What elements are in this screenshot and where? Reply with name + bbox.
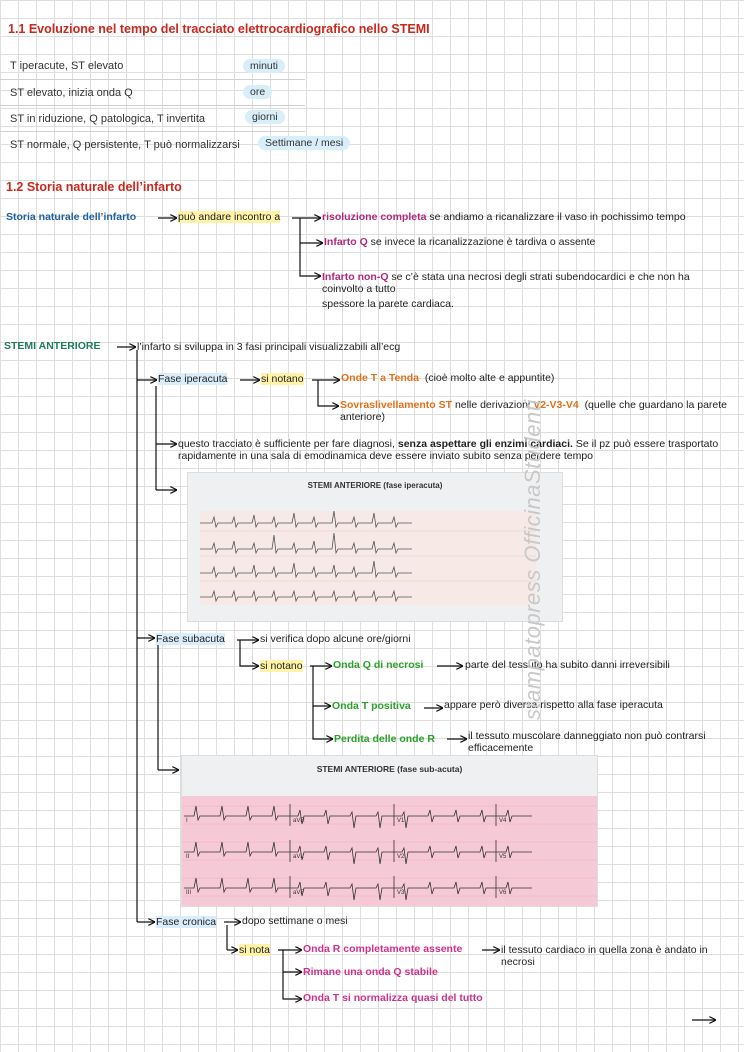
- fase3-item-2-label: Rimane una onda Q stabile: [303, 966, 438, 978]
- storia-root-label: Storia naturale dell’infarto: [6, 211, 137, 223]
- ecg-lead-label: V1: [397, 818, 405, 824]
- ecg-lead-label: I: [186, 818, 188, 824]
- ecg-trace: [200, 511, 536, 605]
- branch-text: se invece la ricanalizzazione è tardiva …: [370, 236, 596, 248]
- branch-infarto-non-q: Infarto non-Q se c’è stata una necrosi d…: [322, 271, 722, 295]
- item-text: (cioè molto alte e appuntite): [424, 372, 555, 384]
- ecg-lead-label: V6: [499, 890, 507, 896]
- section-1-title: 1.1 Evoluzione nel tempo del tracciato e…: [8, 22, 430, 36]
- item-text: nelle derivazioni: [454, 399, 531, 411]
- ecg-trace: I aVR V1 V4 II aVL V2 V5 III aVF V3 V6: [182, 796, 597, 906]
- time-badge: ore: [243, 85, 273, 99]
- section-2-title: 1.2 Storia naturale dell’infarto: [6, 180, 182, 194]
- branch-risoluzione: risoluzione completa se andiamo a ricana…: [322, 211, 686, 223]
- fase3-text: dopo settimane o mesi: [242, 915, 348, 927]
- time-badge: minuti: [243, 59, 286, 73]
- branch-infarto-q: Infarto Q se invece la ricanalizzazione …: [324, 236, 595, 248]
- item-text: (quelle che guardano la parete anteriore…: [340, 399, 727, 423]
- ecg-title: STEMI ANTERIORE (fase iperacuta): [307, 481, 443, 490]
- fase-iperacuta-label: Fase iperacuta: [158, 373, 228, 385]
- ecg-lead-label: III: [186, 890, 191, 896]
- branch-label: risoluzione completa: [322, 211, 427, 223]
- fase1-connector: si notano: [261, 373, 304, 385]
- ecg-lead-label: V4: [499, 818, 507, 824]
- time-badge: Settimane / mesi: [258, 136, 351, 150]
- branch-label: Infarto non-Q: [322, 271, 389, 283]
- item-label: Onde T a Tenda: [341, 372, 419, 384]
- ecg-title: STEMI ANTERIORE (fase sub-acuta): [316, 764, 463, 774]
- row-divider: [0, 105, 305, 106]
- fase3-item-1-label: Onda R completamente assente: [303, 943, 463, 955]
- fase2-item-2-text: appare però diversa rispetto alla fase i…: [444, 699, 663, 711]
- table-row-desc: T iperacute, ST elevato: [10, 60, 124, 72]
- fase2-item-3-text: il tessuto muscolare danneggiato non può…: [468, 730, 706, 754]
- note-text: Se il pz può essere trasportato rapidame…: [178, 438, 719, 462]
- ecg-lead-label: V5: [499, 854, 507, 860]
- fase-cronica-label: Fase cronica: [156, 916, 217, 928]
- fase1-item-2: Sovraslivellamento ST nelle derivazioni …: [340, 399, 736, 423]
- branch-text-cont: spessore la parete cardiaca.: [322, 298, 454, 310]
- ecg-lead-label: V3: [397, 890, 405, 896]
- fase-subacuta-label: Fase subacuta: [156, 633, 225, 645]
- ecg-image-iperacuta: STEMI ANTERIORE (fase iperacuta): [187, 472, 563, 622]
- fase3-item-1-text: il tessuto cardiaco in quella zona è and…: [501, 944, 708, 968]
- storia-connector: può andare incontro a: [178, 211, 281, 223]
- table-row-desc: ST elevato, inizia onda Q: [10, 87, 133, 99]
- fase1-item-1: Onde T a Tenda (cioè molto alte e appunt…: [341, 372, 554, 384]
- fase3-connector: si nota: [239, 944, 270, 956]
- ecg-lead-label: aVL: [293, 854, 304, 860]
- watermark: stampatopress OfficinaStudenti: [520, 399, 545, 720]
- note-bold: senza aspettare gli enzimi cardiaci.: [397, 438, 573, 450]
- fase2-item-1-label: Onda Q di necrosi: [333, 659, 424, 671]
- row-divider: [0, 79, 305, 80]
- ecg-lead-label: aVF: [293, 890, 304, 896]
- item-label: Sovraslivellamento ST: [340, 399, 453, 411]
- time-badge: giorni: [245, 110, 285, 124]
- ecg-lead-label: V2: [397, 854, 405, 860]
- table-row-desc: ST normale, Q persistente, T può normali…: [10, 139, 240, 151]
- branch-label: Infarto Q: [324, 236, 368, 248]
- table-row-desc: ST in riduzione, Q patologica, T inverti…: [10, 113, 206, 125]
- ecg-lead-label: II: [186, 854, 190, 860]
- fase2-connector: si notano: [260, 660, 303, 672]
- ecg-lead-label: aVR: [293, 818, 305, 824]
- row-divider: [0, 131, 305, 132]
- fase2-item-2-label: Onda T positiva: [332, 700, 411, 712]
- fase2-item-3-label: Perdita delle onde R: [334, 733, 435, 745]
- fase1-note: questo tracciato è sufficiente per fare …: [178, 438, 738, 462]
- fase2-item-1-text: parte del tessuto ha subito danni irreve…: [465, 659, 670, 671]
- stemi-intro: l’infarto si sviluppa in 3 fasi principa…: [137, 341, 401, 353]
- fase3-item-3-label: Onda T si normalizza quasi del tutto: [303, 992, 483, 1004]
- note-text: questo tracciato è sufficiente per fare …: [178, 438, 395, 450]
- item-leads: V2-V3-V4: [533, 399, 579, 411]
- ecg-image-subacuta: STEMI ANTERIORE (fase sub-acuta) I aVR V…: [181, 755, 598, 907]
- stemi-root-label: STEMI ANTERIORE: [4, 340, 101, 352]
- branch-text: se c’è stata una necrosi degli strati su…: [322, 271, 690, 295]
- fase2-text: si verifica dopo alcune ore/giorni: [260, 633, 411, 645]
- branch-text: se andiamo a ricanalizzare il vaso in po…: [429, 211, 686, 223]
